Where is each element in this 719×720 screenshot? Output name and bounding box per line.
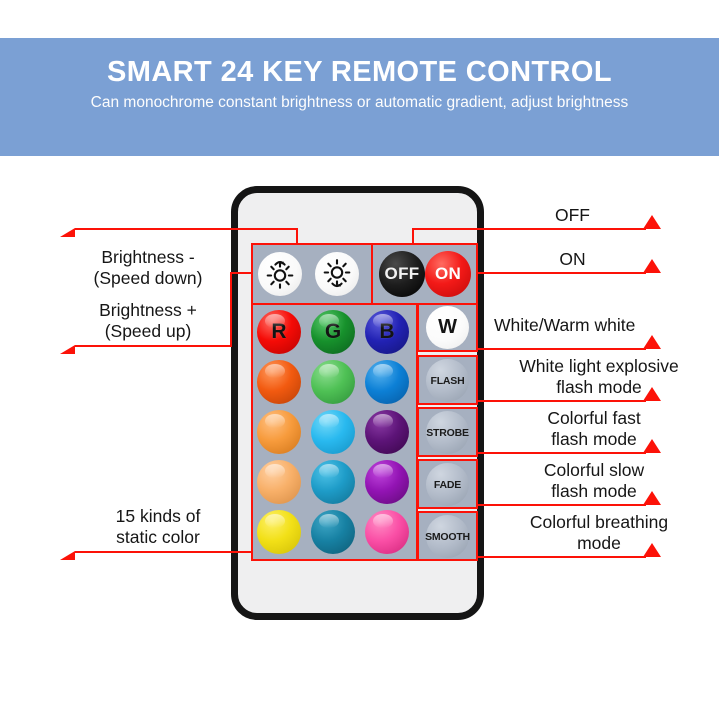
strobe-button[interactable]: STROBE [426,411,469,454]
leader-arrow-brightness-down [60,228,75,237]
smooth-button[interactable]: SMOOTH [425,515,470,558]
sun-arrow-up-icon [266,261,294,289]
callout-label-brightness-up: Brightness + (Speed up) [99,300,197,341]
color-button-r5c2[interactable] [311,510,355,554]
leader-line-white-h [477,348,646,350]
callout-box-colors [251,303,418,561]
leader-line-static-color [75,551,253,553]
page-title: SMART 24 KEY REMOTE CONTROL [107,56,612,88]
fade-button[interactable]: FADE [426,463,469,506]
leader-arrow-strobe [643,439,661,453]
leader-arrow-off [643,215,661,229]
sun-arrow-down-icon [323,259,351,288]
page-subtitle: Can monochrome constant brightness or au… [90,94,629,111]
callout-box-strobe [417,407,478,457]
callout-label-smooth: Colorful breathing mode [529,512,669,553]
leader-arrow-brightness-up [60,345,75,354]
brightness-up-button[interactable] [315,252,359,296]
color-button-red[interactable]: R [257,310,301,354]
leader-line-on-h [477,272,646,274]
white-button[interactable]: W [426,306,469,349]
header-banner: SMART 24 KEY REMOTE CONTROL Can monochro… [0,38,719,156]
flash-button[interactable]: FLASH [426,359,469,402]
callout-box-fade [417,459,478,509]
leader-line-off-h [412,228,646,230]
leader-line-brightness-up-h1 [230,272,253,274]
color-button-r3c3[interactable] [365,410,409,454]
leader-arrow-flash [643,387,661,401]
on-button[interactable]: ON [425,251,471,297]
leader-line-off-v [412,228,414,245]
color-button-r4c1[interactable] [257,460,301,504]
callout-label-fade: Colorful slow flash mode [543,460,645,501]
color-button-r4c2[interactable] [311,460,355,504]
leader-line-brightness-up-h2 [75,345,232,347]
callout-box-flash [417,355,478,405]
leader-line-brightness-up-v [230,272,232,347]
off-button[interactable]: OFF [379,251,425,297]
color-button-green[interactable]: G [311,310,355,354]
leader-arrow-on [643,259,661,273]
color-button-r3c2[interactable] [311,410,355,454]
callout-label-strobe: Colorful fast flash mode [547,408,641,449]
callout-label-brightness-down: Brightness - (Speed down) [93,247,203,288]
color-button-blue[interactable]: B [365,310,409,354]
callout-box-power [371,243,478,305]
color-button-r4c3[interactable] [365,460,409,504]
callout-label-flash: White light explosive flash mode [519,356,679,397]
callout-box-brightness [251,243,373,305]
leader-line-brightness-down-h [75,228,298,230]
leader-line-strobe-h [477,452,646,454]
callout-box-smooth [417,511,478,561]
color-button-r2c3[interactable] [365,360,409,404]
callout-label-static-color: 15 kinds of static color [115,506,201,547]
leader-line-brightness-down-v [296,228,298,245]
callout-label-on: ON [559,249,586,269]
leader-line-flash-h [477,400,646,402]
color-button-r5c1[interactable] [257,510,301,554]
leader-arrow-smooth [643,543,661,557]
color-button-r3c1[interactable] [257,410,301,454]
color-button-r5c3[interactable] [365,510,409,554]
brightness-down-button[interactable] [258,252,302,296]
leader-arrow-fade [643,491,661,505]
leader-line-fade-h [477,504,646,506]
leader-arrow-white [643,335,661,349]
leader-line-smooth-h [477,556,646,558]
callout-label-off: OFF [555,205,590,225]
leader-arrow-static-color [60,551,75,560]
callout-label-white: White/Warm white [494,315,636,335]
callout-box-white [417,303,478,352]
color-button-r2c2[interactable] [311,360,355,404]
color-button-r2c1[interactable] [257,360,301,404]
